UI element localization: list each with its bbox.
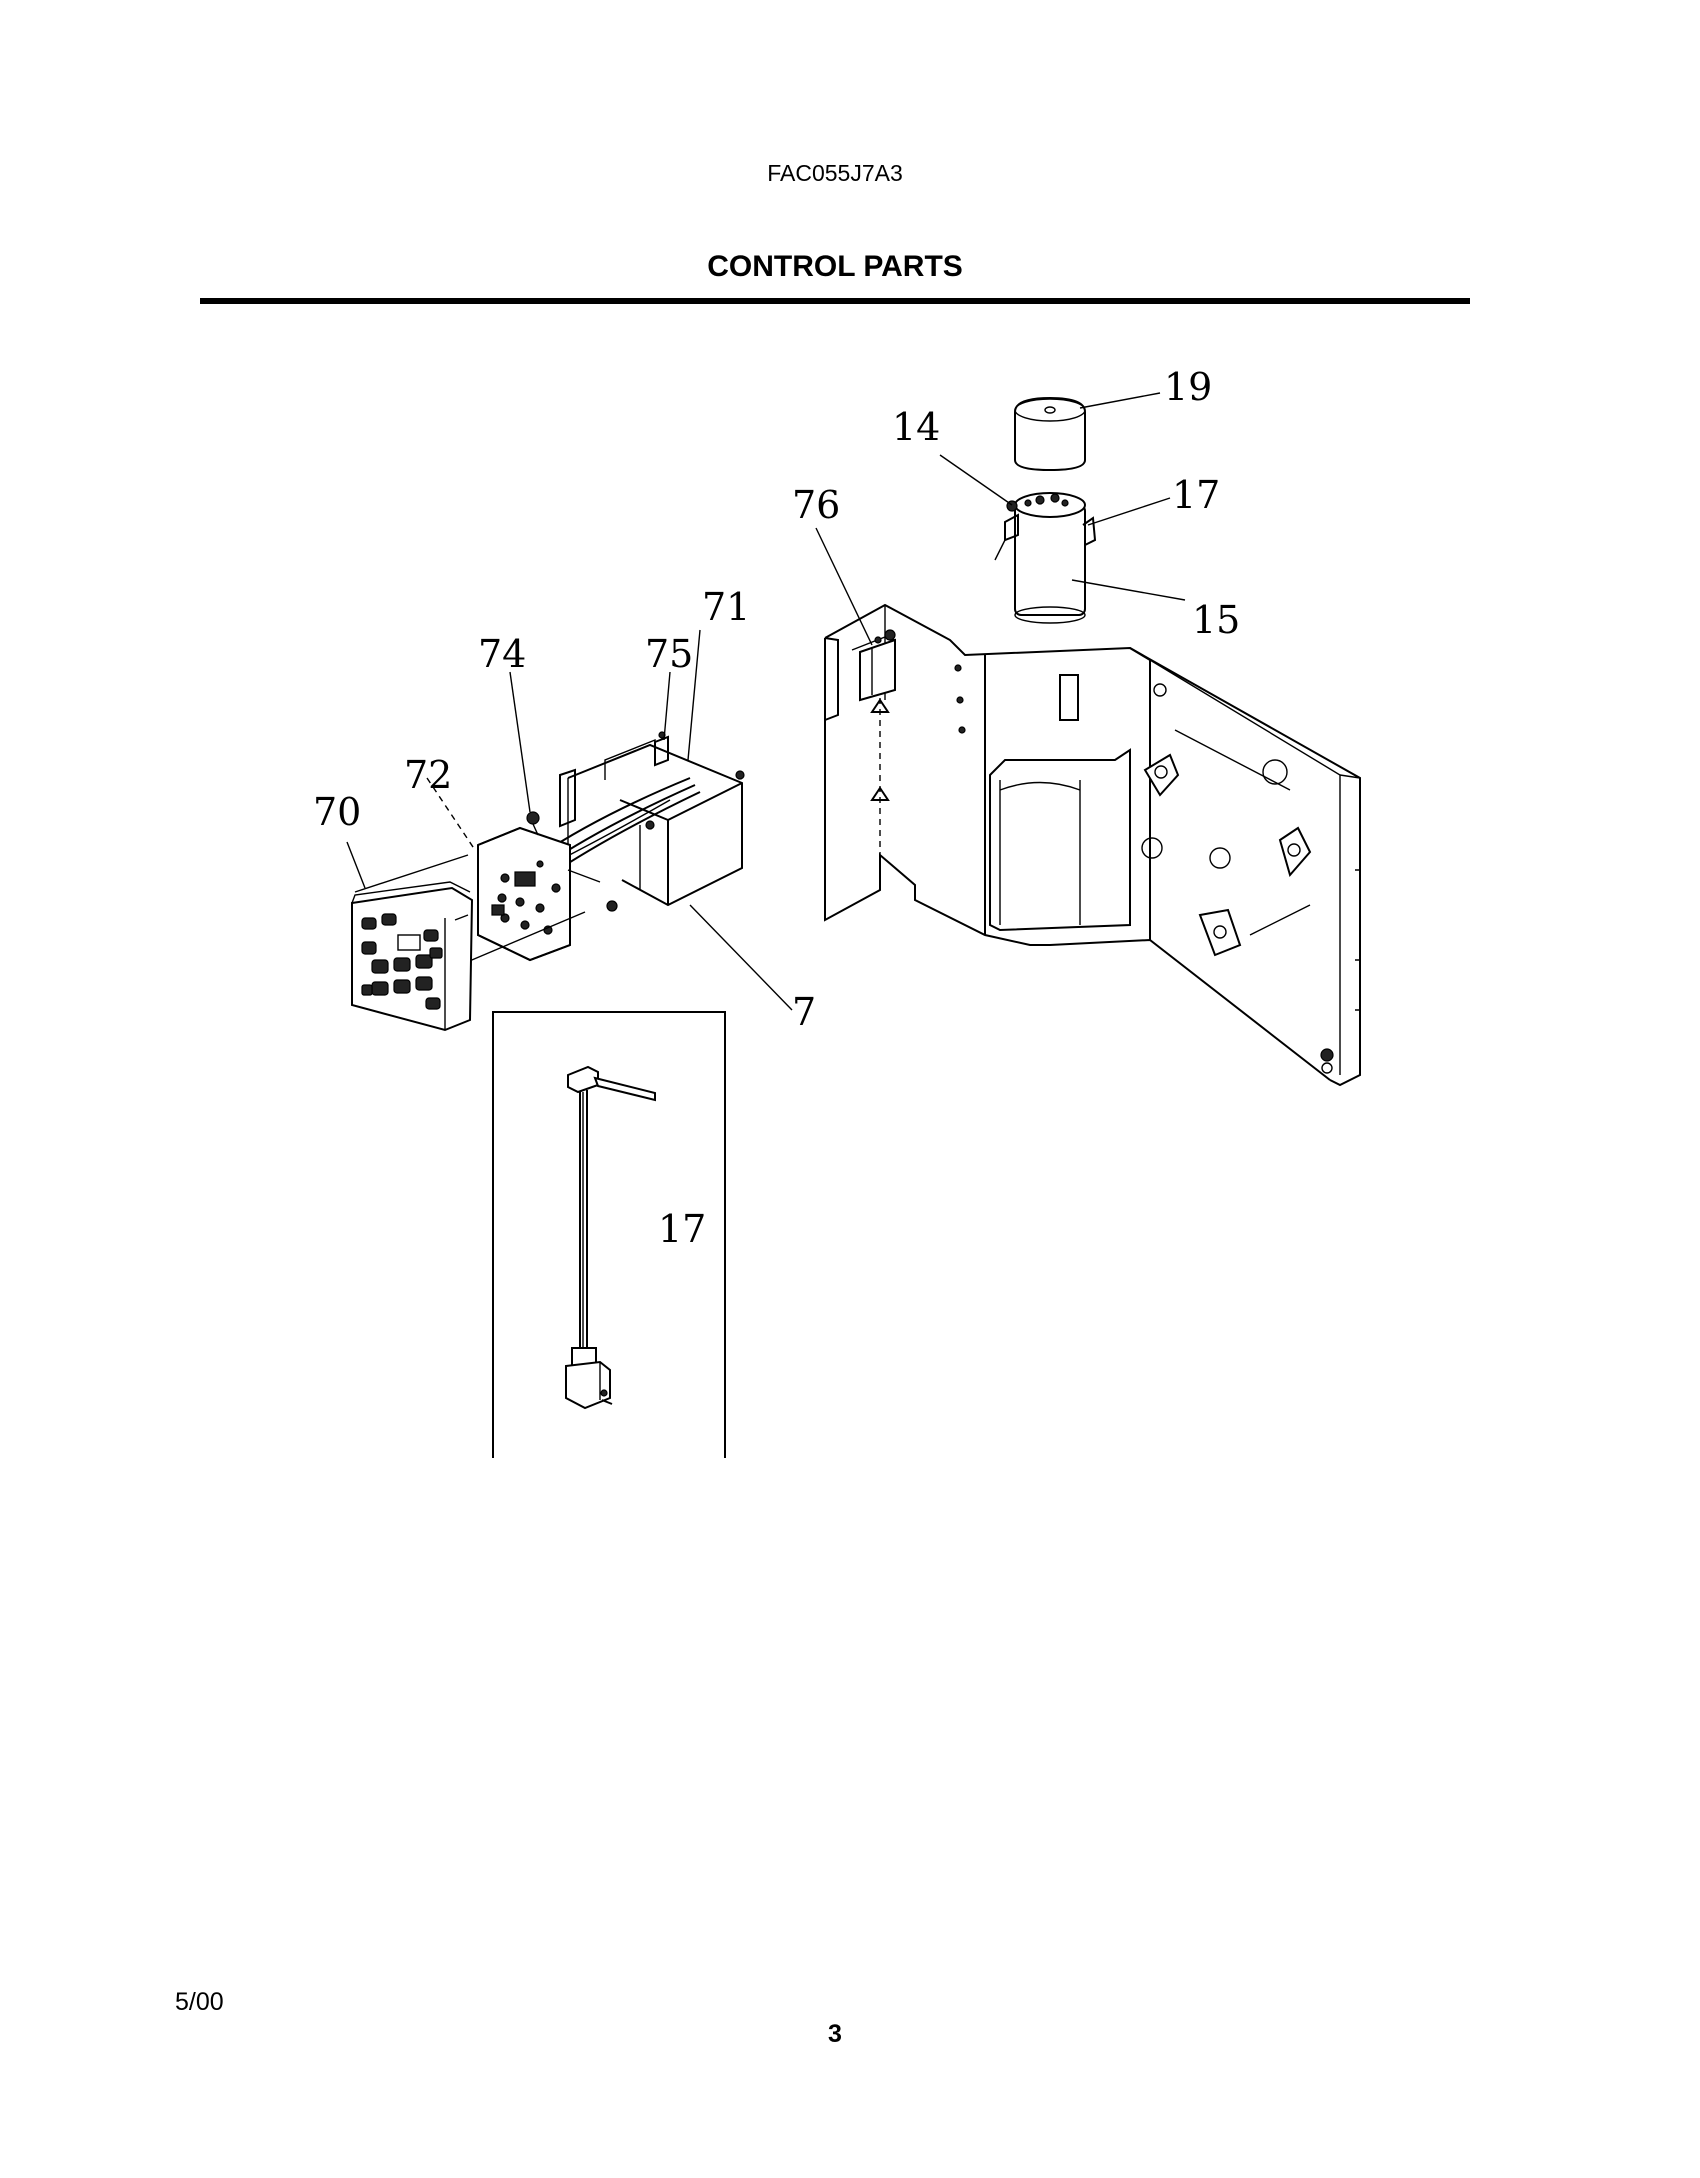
callout-17-cord: 17 — [658, 1207, 706, 1251]
capacitor-bracket-14 — [994, 500, 1019, 561]
control-box-housing — [824, 603, 1361, 1087]
callout-70: 70 — [313, 790, 361, 834]
model-number: FAC055J7A3 — [767, 160, 903, 186]
callout-74: 74 — [478, 632, 526, 676]
capacitor-boot-19 — [1014, 396, 1086, 472]
callout-75: 75 — [645, 632, 693, 676]
revision-date: 5/00 — [175, 1988, 224, 2016]
callout-19: 19 — [1164, 365, 1212, 409]
transformer-76 — [851, 629, 896, 702]
callout-72: 72 — [404, 753, 452, 797]
page-title: CONTROL PARTS — [707, 250, 963, 283]
leader-lines — [346, 392, 1186, 1011]
title-divider — [200, 298, 1470, 304]
callout-14: 14 — [892, 405, 940, 449]
screw-75 — [606, 900, 618, 912]
screw-74 — [526, 811, 540, 836]
power-cord-17 — [565, 1065, 656, 1410]
assembly-guide-lines — [354, 854, 601, 966]
callout-15: 15 — [1192, 598, 1240, 642]
power-cord-inset-frame — [492, 1011, 726, 1458]
callout-17-clip: 17 — [1172, 473, 1220, 517]
control-pcb-72 — [477, 826, 571, 962]
callout-7: 7 — [792, 990, 816, 1034]
callout-76: 76 — [792, 483, 840, 527]
page-number: 3 — [828, 2020, 842, 2048]
callout-71: 71 — [702, 585, 750, 629]
capacitor-clip-17 — [1082, 516, 1097, 546]
control-panel-70 — [351, 881, 474, 1032]
relay-control-box-7 — [559, 731, 745, 907]
capacitor-15 — [1014, 492, 1086, 624]
